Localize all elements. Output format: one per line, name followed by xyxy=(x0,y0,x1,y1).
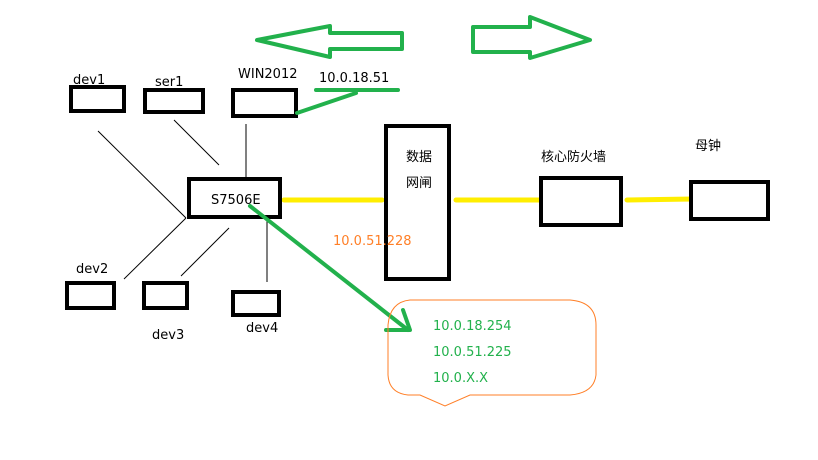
switch-label: S7506E xyxy=(211,193,261,208)
clock-label: 母钟 xyxy=(695,138,721,154)
link-firewall-clock xyxy=(624,196,696,203)
win2012-ip: 10.0.18.51 xyxy=(319,71,389,86)
gateway-box xyxy=(384,124,451,281)
gateway-ip: 10.0.51.228 xyxy=(333,234,412,249)
callout-ip-2: 10.0.51.225 xyxy=(433,345,512,360)
gateway-label-1: 数据 xyxy=(406,150,432,165)
dev2-label: dev2 xyxy=(76,262,108,277)
link-dev1 xyxy=(97,130,187,219)
dev4-label: dev4 xyxy=(246,321,278,336)
dev3-label: dev3 xyxy=(152,328,184,343)
diagonal-arrow-head xyxy=(384,308,412,332)
win2012-box xyxy=(231,88,298,118)
win2012-label: WIN2012 xyxy=(238,67,298,82)
dev2-box xyxy=(65,281,116,310)
firewall-label: 核心防火墙 xyxy=(541,149,606,165)
dev3-box xyxy=(142,281,189,310)
link-ser1 xyxy=(173,119,220,166)
ip-pointer xyxy=(295,91,358,115)
gateway-label-2: 网闸 xyxy=(406,176,432,191)
switch-box xyxy=(187,177,282,219)
right-arrow xyxy=(471,15,592,60)
diagonal-arrow-shaft xyxy=(248,204,410,332)
dev1-label: dev1 xyxy=(73,73,105,88)
callout-bubble xyxy=(387,299,597,407)
ser1-box xyxy=(143,88,205,114)
clock-box xyxy=(689,180,770,221)
left-arrow xyxy=(255,24,404,59)
ser1-label: ser1 xyxy=(155,75,183,90)
firewall-box xyxy=(539,176,623,227)
link-dev3 xyxy=(180,227,230,277)
link-dev2 xyxy=(123,217,187,280)
callout-ip-1: 10.0.18.254 xyxy=(433,319,512,334)
dev4-box xyxy=(231,290,281,317)
callout-ip-3: 10.0.X.X xyxy=(433,371,488,386)
dev1-box xyxy=(69,85,126,113)
